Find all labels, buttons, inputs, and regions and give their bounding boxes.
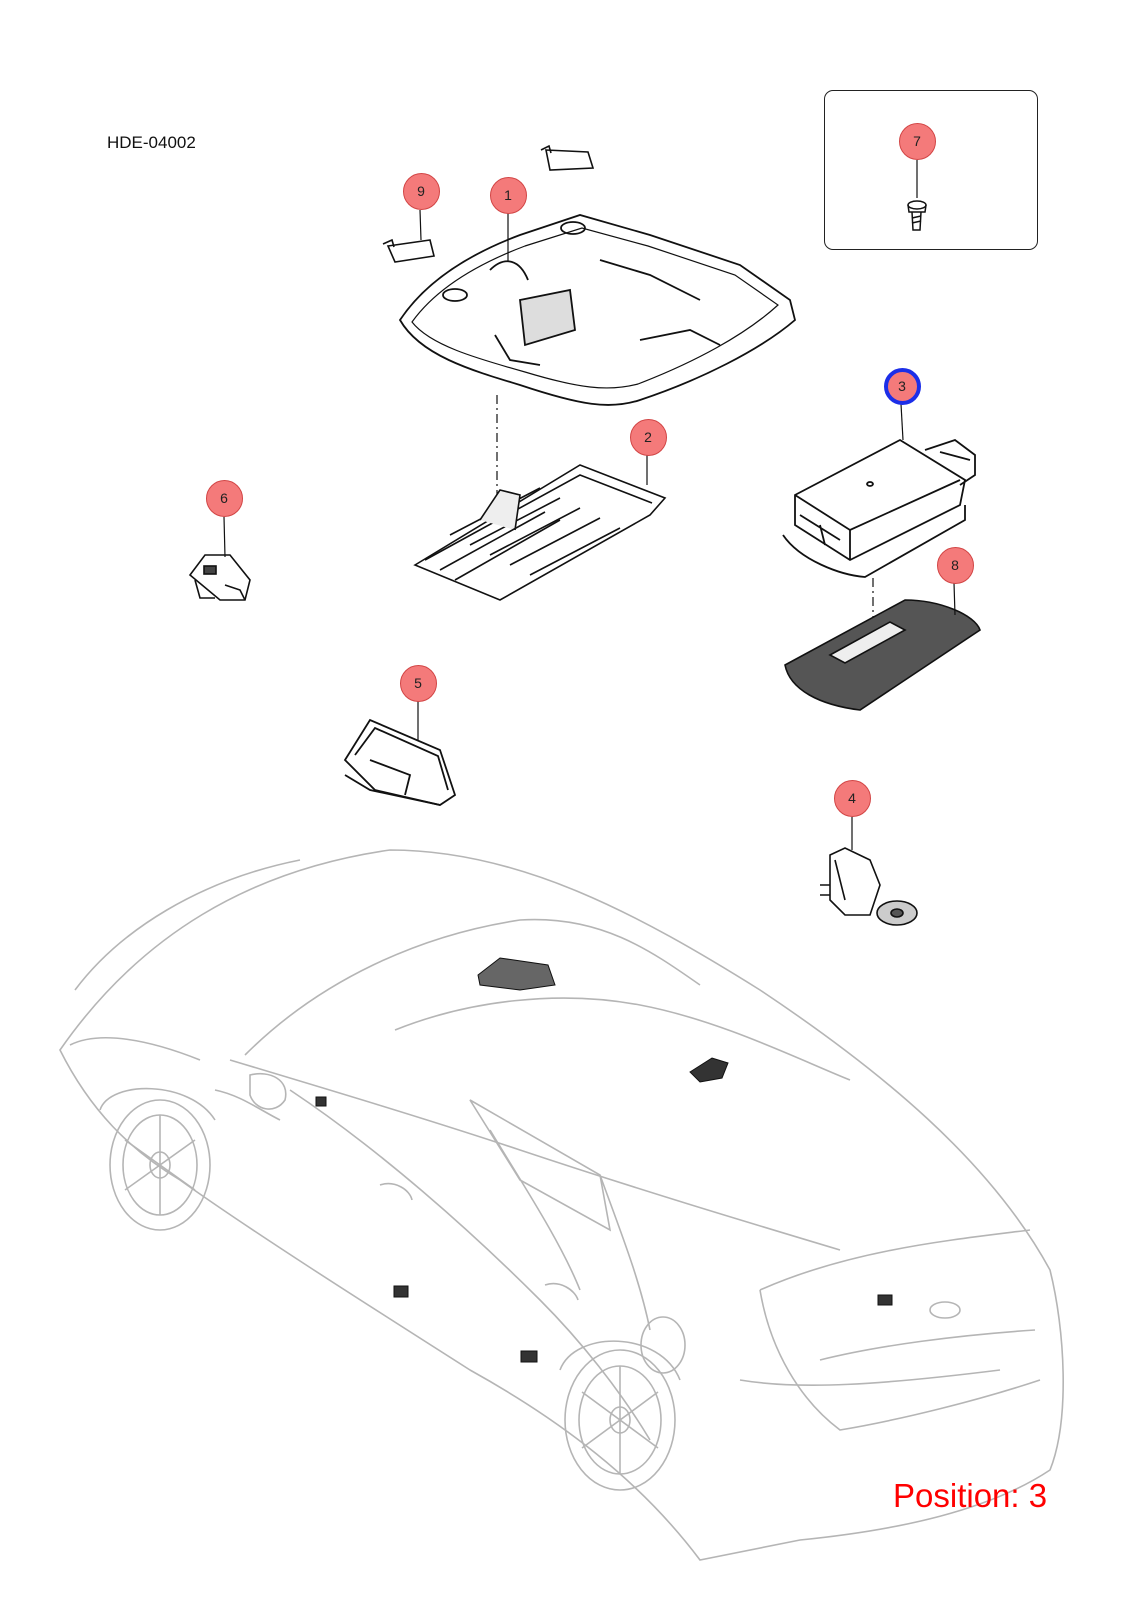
part-8-lens <box>784 599 981 711</box>
part-5-trunk-lamp <box>343 718 457 806</box>
vehicle-part-locations <box>315 957 893 1363</box>
vehicle-outline <box>59 849 1064 1561</box>
position-label: Position: 3 <box>893 1477 1048 1514</box>
part-6-door-lamp <box>188 554 251 601</box>
callout-2[interactable]: 2 <box>629 418 667 456</box>
callout-6[interactable]: 6 <box>205 479 243 517</box>
callout-3-selected[interactable]: 3 <box>883 367 921 405</box>
callout-9[interactable]: 9 <box>402 172 440 210</box>
part-3-room-lamp <box>782 438 976 578</box>
part-9-cover <box>382 144 595 263</box>
callout-8[interactable]: 8 <box>936 546 974 584</box>
leader-lines <box>223 160 956 850</box>
inset-box <box>824 90 1038 250</box>
callout-7[interactable]: 7 <box>898 122 936 160</box>
diagram-code: HDE-04002 <box>107 133 196 152</box>
callout-5[interactable]: 5 <box>399 664 437 702</box>
callout-4[interactable]: 4 <box>833 779 871 817</box>
part-2-lens-housing <box>413 464 667 601</box>
part-1-overhead-console <box>398 214 797 406</box>
part-7-screw <box>907 200 927 231</box>
part-4-speaker <box>820 847 918 926</box>
callout-1[interactable]: 1 <box>489 176 527 214</box>
